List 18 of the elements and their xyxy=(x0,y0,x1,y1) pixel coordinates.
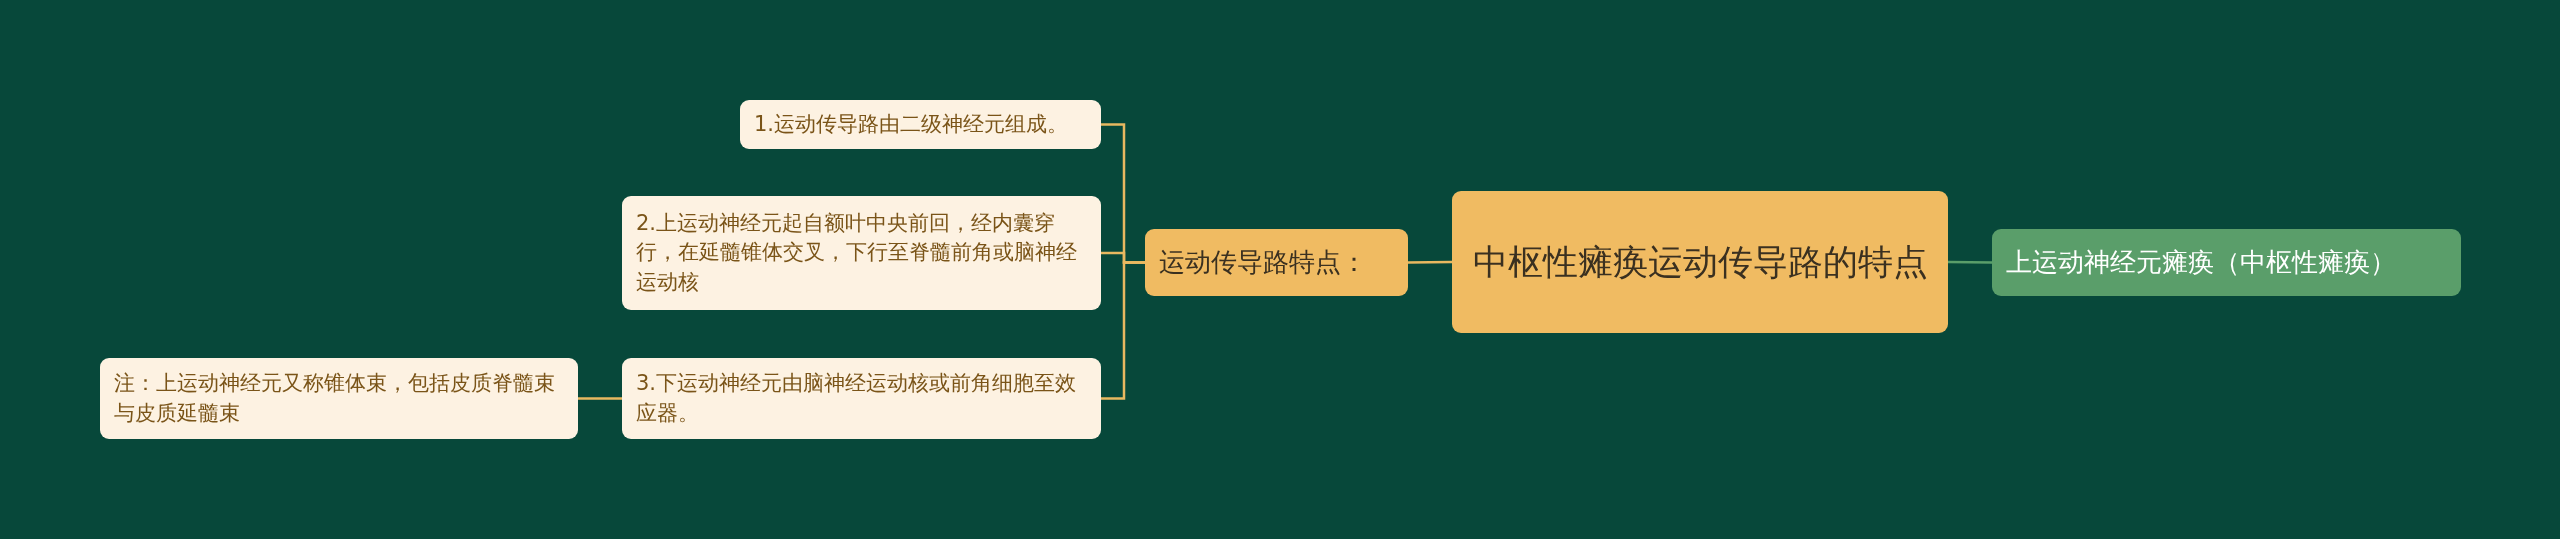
node-text: 上运动神经元瘫痪（中枢性瘫痪） xyxy=(2006,246,2396,280)
connector-line xyxy=(1101,261,1145,400)
topic-box xyxy=(1992,229,2461,296)
leaf-box xyxy=(622,196,1101,310)
connector-line xyxy=(1948,260,1992,264)
node-text: 2.上运动神经元起自额叶中央前回，经内囊穿行，在延髓锥体交叉，下行至脊髓前角或脑神经运动核 xyxy=(636,209,1078,296)
node-text: 运动传导路特点： xyxy=(1159,246,1367,280)
note-box xyxy=(100,358,578,439)
node-text: 1.运动传导路由二级神经元组成。 xyxy=(754,110,1069,138)
leaf-box xyxy=(740,100,1101,149)
connector-line xyxy=(1408,260,1452,264)
node-text: 中枢性瘫痪运动传导路的特点 xyxy=(1472,240,1928,284)
leaf-box xyxy=(622,358,1101,439)
topic-box xyxy=(1145,229,1408,296)
root-topic-box xyxy=(1452,191,1948,333)
connector-line xyxy=(578,397,622,400)
node-text: 注：上运动神经元又称锥体束，包括皮质脊髓束与皮质延髓束 xyxy=(114,370,556,427)
node-text: 3.下运动神经元由脑神经运动核或前角细胞至效应器。 xyxy=(636,370,1078,427)
